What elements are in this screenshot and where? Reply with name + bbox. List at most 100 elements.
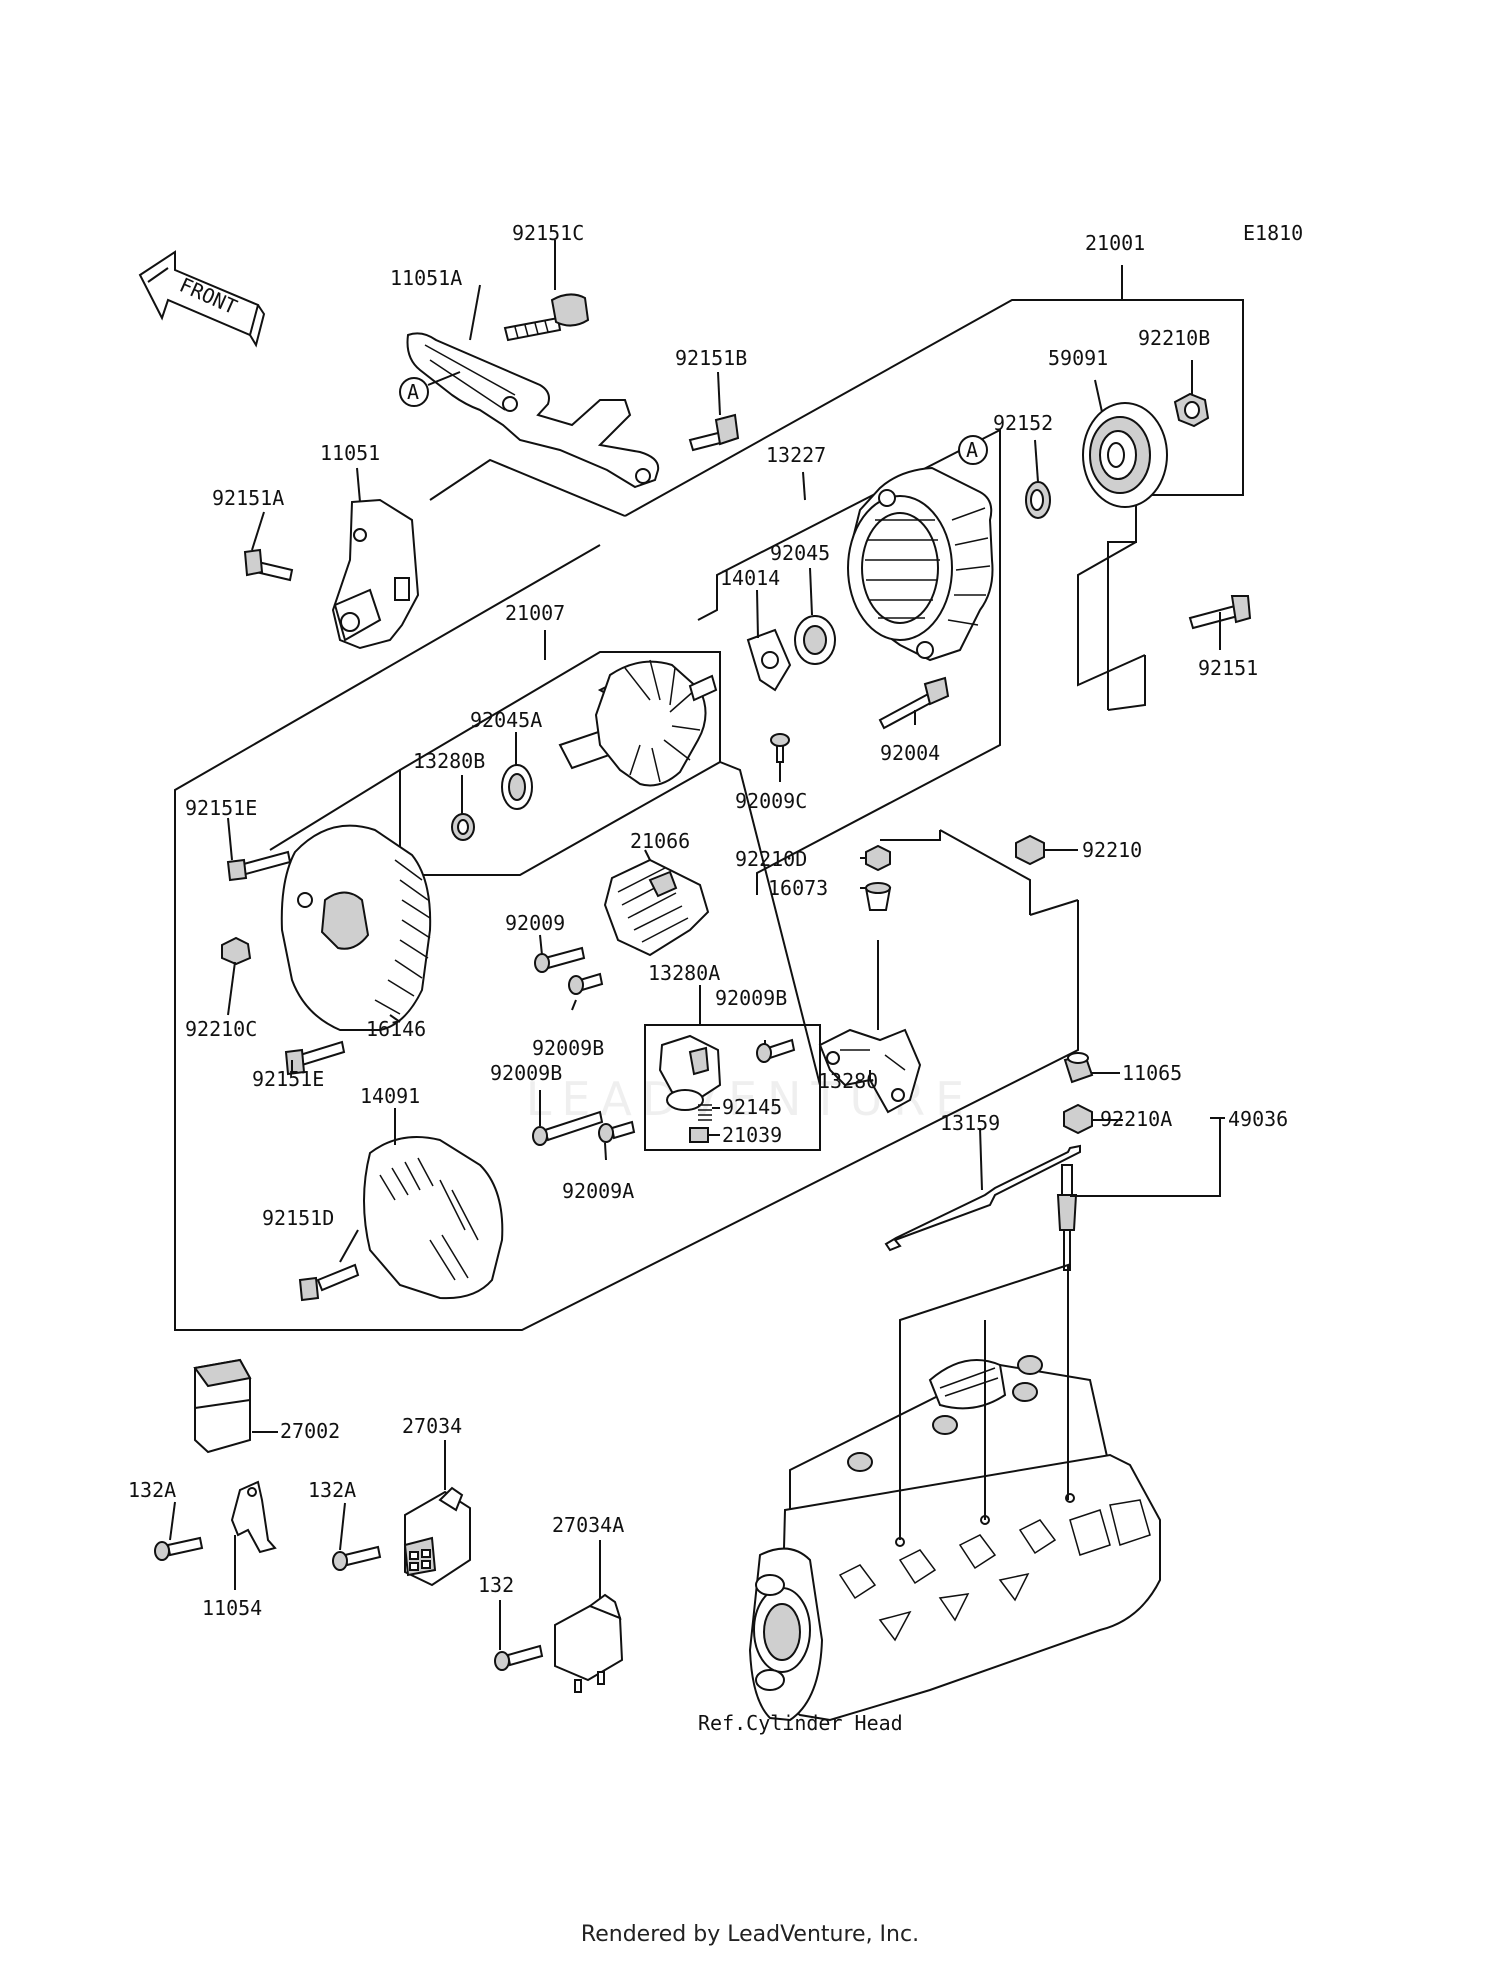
part-label: 132A bbox=[308, 1478, 356, 1502]
front-housing-13227 bbox=[847, 466, 994, 662]
nut-92210d bbox=[865, 844, 891, 872]
rear-housing-16146 bbox=[280, 824, 432, 1031]
part-label: 13280 bbox=[818, 1069, 878, 1093]
svg-text:A: A bbox=[966, 438, 978, 462]
part-label: 92009 bbox=[505, 911, 565, 935]
glow-plug-49036 bbox=[1056, 1164, 1078, 1271]
assembly-outlines bbox=[174, 299, 1244, 1331]
screw-132a-center bbox=[332, 1545, 382, 1571]
cover-14091 bbox=[363, 1136, 504, 1300]
bracket-11051 bbox=[331, 498, 420, 650]
part-label: 92210A bbox=[1100, 1107, 1172, 1131]
part-labels: 92151C 11051A 92151B 21001 92210B 59091 … bbox=[128, 221, 1288, 1735]
part-label: 16146 bbox=[366, 1017, 426, 1041]
screw-132 bbox=[494, 1644, 544, 1671]
bolt-92151a bbox=[243, 548, 294, 582]
bracket-11054 bbox=[230, 1480, 277, 1554]
part-label: 13227 bbox=[766, 443, 826, 467]
part-label: 92145 bbox=[722, 1095, 782, 1119]
svg-text:A: A bbox=[407, 380, 419, 404]
bolt-92151b bbox=[688, 413, 740, 452]
bracket-11051a bbox=[406, 332, 660, 489]
plate-14014 bbox=[746, 628, 792, 692]
bearing-92045a bbox=[501, 764, 533, 810]
regulator-13280a bbox=[658, 1034, 722, 1111]
part-label: 14091 bbox=[360, 1084, 420, 1108]
part-label: 21066 bbox=[630, 829, 690, 853]
part-label: 92151A bbox=[212, 486, 284, 510]
insulator-16073 bbox=[864, 882, 892, 911]
bearing-92045 bbox=[794, 615, 836, 665]
part-label: 11051A bbox=[390, 266, 462, 290]
part-label: 49036 bbox=[1228, 1107, 1288, 1131]
bearing-59091 bbox=[1082, 402, 1168, 508]
part-label: 92151E bbox=[252, 1067, 324, 1091]
nut-92210a bbox=[1063, 1103, 1093, 1135]
bolt-92151e-upper bbox=[226, 850, 292, 882]
front-arrow-icon: FRONT bbox=[138, 250, 266, 348]
nut-92210c bbox=[221, 936, 252, 966]
part-label: 92210B bbox=[1138, 326, 1210, 350]
part-label: 92210 bbox=[1082, 838, 1142, 862]
rotor-21007 bbox=[558, 659, 718, 787]
stud-92004 bbox=[878, 676, 950, 730]
nut-92210b bbox=[1173, 392, 1210, 428]
part-label: 92009C bbox=[735, 789, 807, 813]
screw-92009b-upper bbox=[568, 972, 604, 995]
part-label: 27034 bbox=[402, 1414, 462, 1438]
part-label: 21039 bbox=[722, 1123, 782, 1147]
part-label: 92004 bbox=[880, 741, 940, 765]
part-label: 92151B bbox=[675, 346, 747, 370]
ref-marker-a-left: A bbox=[399, 377, 429, 407]
part-label: 92009B bbox=[490, 1061, 562, 1085]
part-label: 92151 bbox=[1198, 656, 1258, 680]
part-label: 92151D bbox=[262, 1206, 334, 1230]
part-label: 13280A bbox=[648, 961, 720, 985]
part-label: 92009A bbox=[562, 1179, 634, 1203]
part-label: 13159 bbox=[940, 1111, 1000, 1135]
cylinder-head bbox=[748, 1355, 1161, 1722]
part-label: 92210D bbox=[735, 847, 807, 871]
collar-92152 bbox=[1025, 481, 1051, 519]
part-label: 11054 bbox=[202, 1596, 262, 1620]
part-label: 92009B bbox=[715, 986, 787, 1010]
part-label: 27002 bbox=[280, 1419, 340, 1443]
connector-11065 bbox=[1063, 1052, 1094, 1084]
part-label: 92045A bbox=[470, 708, 542, 732]
plate-13159 bbox=[884, 1144, 1081, 1252]
screw-92009b-left bbox=[532, 1110, 604, 1146]
screw-132a-left bbox=[154, 1536, 204, 1561]
part-label: 21001 bbox=[1085, 231, 1145, 255]
part-label: 92151E bbox=[185, 796, 257, 820]
screw-92009b-right bbox=[756, 1038, 796, 1063]
bolt-92151c bbox=[503, 293, 590, 342]
part-label: 14014 bbox=[720, 566, 780, 590]
bolt-92151 bbox=[1188, 595, 1252, 630]
part-label: 92151C bbox=[512, 221, 584, 245]
part-label: 27034A bbox=[552, 1513, 624, 1537]
screw-92009a bbox=[598, 1120, 636, 1143]
part-label: 92210C bbox=[185, 1017, 257, 1041]
part-label: 92045 bbox=[770, 541, 830, 565]
nut-92210 bbox=[1015, 834, 1045, 866]
brush-holder-21066 bbox=[603, 858, 710, 957]
ref-marker-a-right: A bbox=[958, 435, 988, 465]
part-label: 59091 bbox=[1048, 346, 1108, 370]
leader-lines bbox=[169, 240, 1225, 1650]
part-label: 92152 bbox=[993, 411, 1053, 435]
part-label: 11051 bbox=[320, 441, 380, 465]
part-label: 13280B bbox=[413, 749, 485, 773]
brush-21039 bbox=[689, 1127, 709, 1143]
spring-92145 bbox=[698, 1104, 712, 1121]
relay-27002 bbox=[193, 1358, 252, 1454]
reference-label: Ref.Cylinder Head bbox=[698, 1711, 903, 1735]
diagram-code: E1810 bbox=[1243, 221, 1303, 245]
relay-27034a bbox=[554, 1593, 624, 1693]
part-label: 132 bbox=[478, 1573, 514, 1597]
part-label: 21007 bbox=[505, 601, 565, 625]
bolt-92151e-lower bbox=[284, 1040, 346, 1076]
part-label: 132A bbox=[128, 1478, 176, 1502]
relay-27034 bbox=[403, 1486, 471, 1587]
screw-92009c bbox=[770, 733, 790, 763]
